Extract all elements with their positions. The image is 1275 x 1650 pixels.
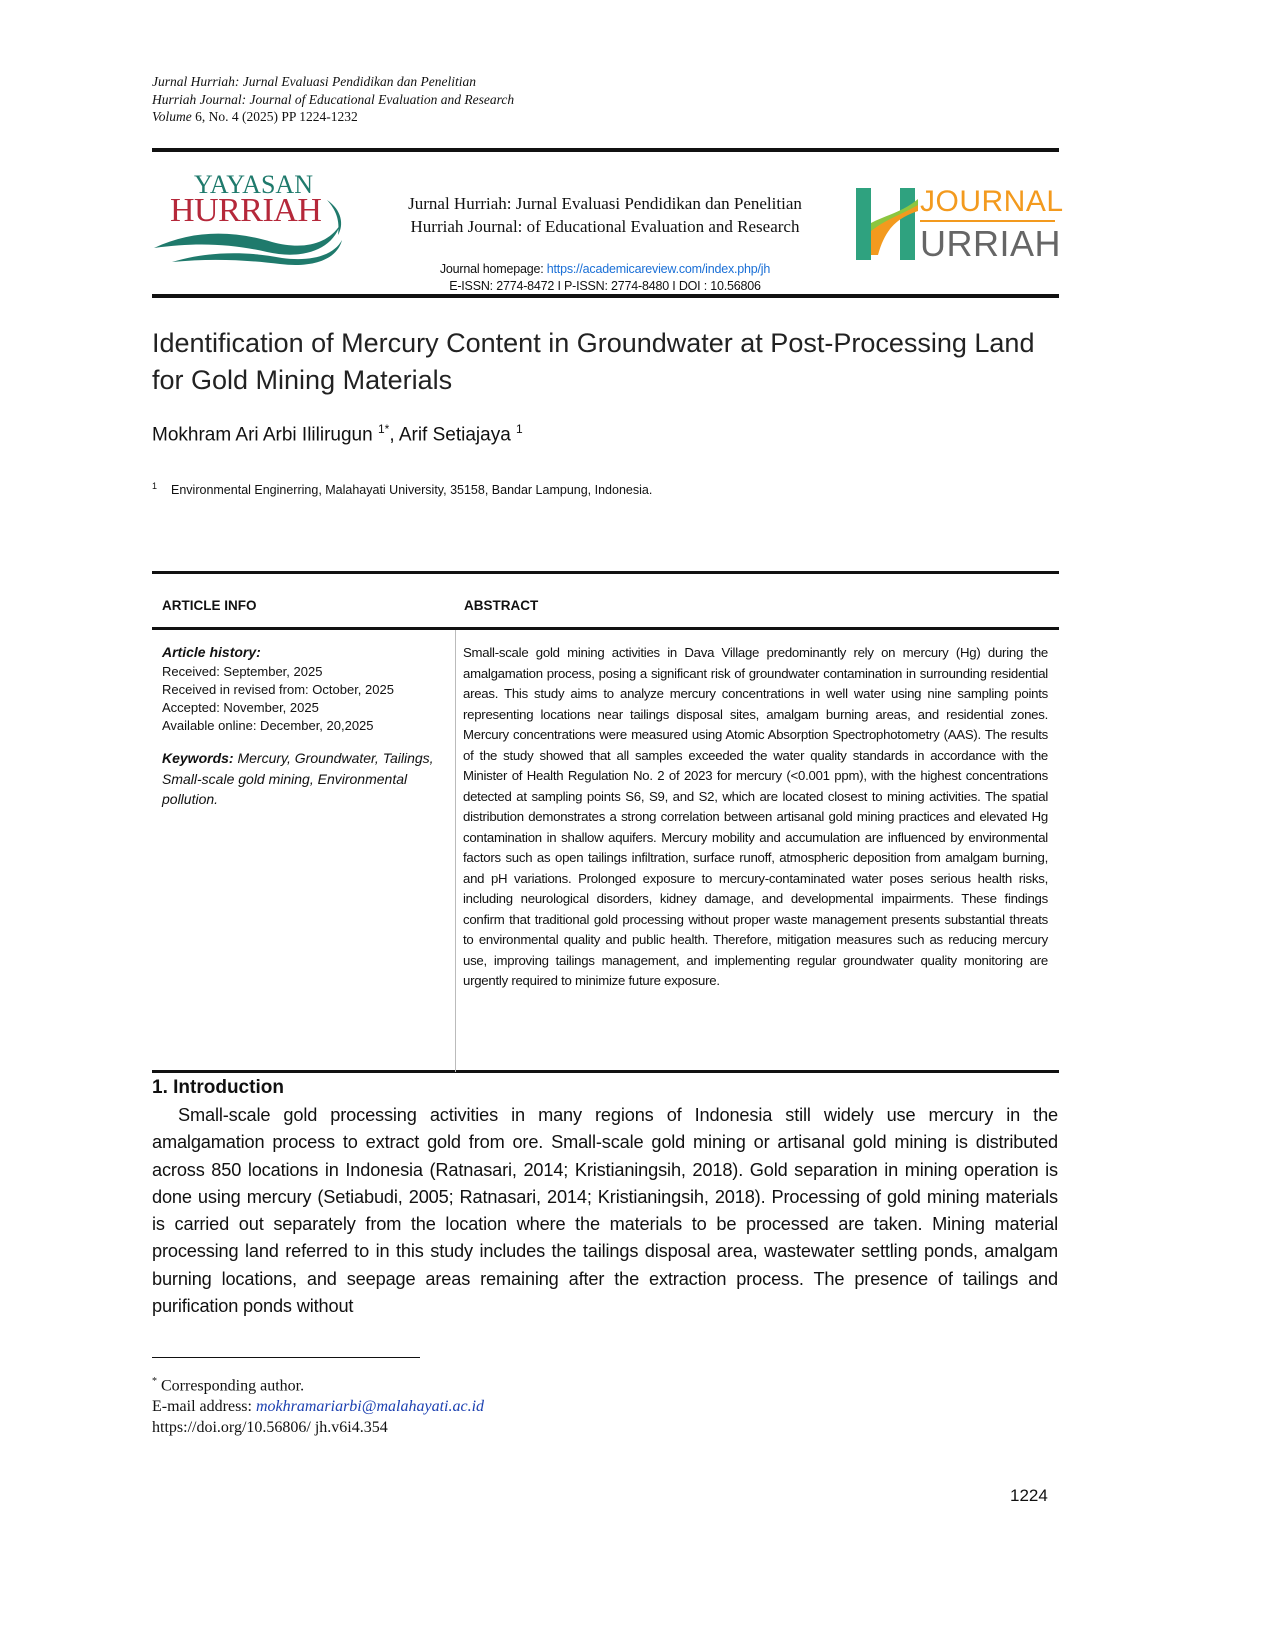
journal-name-line1: Jurnal Hurriah: Jurnal Evaluasi Pendidik… bbox=[408, 194, 802, 213]
email-link[interactable]: mokhramariarbi@malahayati.ac.id bbox=[255, 1398, 485, 1416]
introduction-text: Small-scale gold processing activities i… bbox=[152, 1105, 1058, 1317]
info-mid-rule bbox=[152, 627, 1059, 630]
received-date: Received: September, 2025 bbox=[162, 664, 323, 679]
logo-text-urriah: URRIAH bbox=[920, 223, 1062, 264]
running-header-volume: Volume 6, No. 4 (2025) PP 1224-1232 bbox=[152, 109, 358, 124]
running-header-line1: Jurnal Hurriah: Jurnal Evaluasi Pendidik… bbox=[152, 74, 476, 89]
issn-line: E-ISSN: 2774-8472 I P-ISSN: 2774-8480 I … bbox=[449, 279, 761, 293]
logo-text-hurriah: HURRIAH bbox=[170, 192, 322, 229]
journal-name: Jurnal Hurriah: Jurnal Evaluasi Pendidik… bbox=[360, 192, 850, 238]
info-bottom-rule bbox=[152, 1070, 1059, 1073]
journal-homepage: Journal homepage: https://academicarevie… bbox=[360, 261, 850, 295]
running-header: Jurnal Hurriah: Jurnal Evaluasi Pendidik… bbox=[152, 73, 514, 126]
running-header-line2: Hurriah Journal: Journal of Educational … bbox=[152, 91, 515, 107]
history-label: Article history: bbox=[162, 644, 261, 660]
journal-name-line2: Hurriah Journal: of Educational Evaluati… bbox=[410, 217, 800, 236]
column-divider bbox=[455, 630, 456, 1072]
logo-divider bbox=[920, 220, 1055, 222]
doi: https://doi.org/10.56806/ jh.v6i4.354 bbox=[152, 1419, 388, 1437]
abstract-text: Small-scale gold mining activities in Da… bbox=[463, 645, 1048, 988]
article-info: Article history: Received: September, 20… bbox=[162, 643, 442, 810]
journal-hurriah-logo: JOURNAL URRIAH bbox=[856, 185, 1064, 265]
wave-icon bbox=[154, 200, 342, 265]
masthead-top-rule bbox=[152, 148, 1059, 152]
article-info-heading: ARTICLE INFO bbox=[162, 598, 257, 613]
page-number: 1224 bbox=[1010, 1486, 1048, 1505]
article-title: Identification of Mercury Content in Gro… bbox=[152, 328, 1035, 395]
footnote: * Corresponding author. E-mail address: … bbox=[152, 1376, 485, 1437]
authors: Mokhram Ari Arbi Ililirugun 1*, Arif Set… bbox=[152, 422, 523, 446]
abstract-heading: ABSTRACT bbox=[464, 598, 539, 613]
online-date: Available online: December, 20,2025 bbox=[162, 718, 374, 733]
yayasan-hurriah-logo: YAYASAN HURRIAH bbox=[152, 170, 347, 265]
masthead-bottom-rule bbox=[152, 294, 1059, 298]
logo-text-journal: JOURNAL bbox=[920, 185, 1064, 218]
info-top-rule bbox=[152, 571, 1059, 574]
author-2: , Arif Setiajaya bbox=[389, 424, 517, 446]
homepage-link[interactable]: https://academicareview.com/index.php/jh bbox=[546, 262, 771, 276]
introduction-heading: 1. Introduction bbox=[152, 1077, 284, 1098]
author-1: Mokhram Ari Arbi Ililirugun bbox=[152, 424, 378, 446]
h-mark-icon bbox=[856, 188, 918, 260]
keywords: Keywords: Mercury, Groundwater, Tailings… bbox=[162, 750, 434, 807]
footnote-rule bbox=[152, 1357, 420, 1358]
logo-text-yayasan: YAYASAN bbox=[194, 170, 313, 199]
accepted-date: Accepted: November, 2025 bbox=[162, 700, 319, 715]
revised-date: Received in revised from: October, 2025 bbox=[162, 682, 394, 697]
